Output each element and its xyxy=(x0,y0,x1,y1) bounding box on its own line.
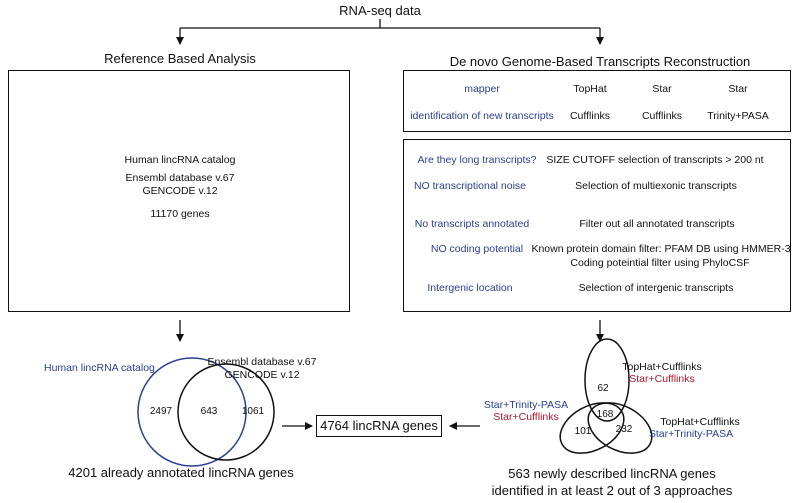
venn-right-left-value: 101 xyxy=(574,426,592,437)
catalog-title: Human lincRNA catalog xyxy=(124,154,236,166)
filter-5-action: Selection of intergenic transcripts xyxy=(578,282,734,294)
reference-box xyxy=(8,70,350,312)
filter-box xyxy=(403,139,791,312)
approach-1-ident: Cufflinks xyxy=(569,110,611,122)
filter-2-question: NO transcriptional noise xyxy=(413,180,527,192)
venn-right-left-label1: Star+Trinity-PASA xyxy=(483,399,569,411)
reference-heading: Reference Based Analysis xyxy=(104,51,256,66)
venn-left-only-a: 2497 xyxy=(149,406,173,417)
venn-left-only-b: 1061 xyxy=(241,406,265,417)
filter-1-question: Are they long transcripts? xyxy=(417,154,537,166)
approach-1-mapper: TopHat xyxy=(573,83,607,95)
venn-tophat-ellipse xyxy=(584,338,630,422)
venn-left-caption: 4201 already annotated lincRNA genes xyxy=(68,465,294,480)
catalog-gencode: GENCODE v.12 xyxy=(142,185,218,197)
venn-right-top-label2: Star+Cufflinks xyxy=(629,373,695,385)
venn-right-center-value: 168 xyxy=(596,409,614,420)
venn-right-right-label2: Star+Trinity-PASA xyxy=(648,428,734,440)
venn-right-top-value: 62 xyxy=(597,383,609,394)
catalog-genes: 11170 genes xyxy=(150,208,210,220)
venn-left-label-b1: Ensembl database v.67 xyxy=(207,356,317,368)
venn-ensembl-circle xyxy=(177,363,275,461)
venn-trinity-ellipse xyxy=(559,402,625,454)
filter-3-question: No transcripts annotated xyxy=(414,218,530,230)
result-text: 4764 lincRNA genes xyxy=(320,418,438,433)
venn-catalog-circle xyxy=(137,357,247,467)
filter-4-action: Known protein domain filter: PFAM DB usi… xyxy=(531,243,791,255)
filter-2-action: Selection of multiexonic transcripts xyxy=(575,180,737,192)
filter-4-question: NO coding potential xyxy=(430,243,524,255)
rnaseq-title: RNA-seq data xyxy=(339,3,421,18)
venn-right-caption2: identified in at least 2 out of 3 approa… xyxy=(491,483,733,498)
filter-4-action2: Coding poteintial filter using PhyloCSF xyxy=(570,257,750,269)
venn-left-label-a: Human lincRNA catalog xyxy=(44,362,155,374)
denovo-heading: De novo Genome-Based Transcripts Reconst… xyxy=(449,54,751,69)
filter-3-action: Filter out all annotated transcripts xyxy=(579,218,735,230)
venn-left-both: 643 xyxy=(200,406,218,417)
venn-right-top-label1: TopHat+Cufflinks xyxy=(622,361,702,373)
approach-2-mapper: Star xyxy=(652,83,672,95)
catalog-db: Ensembl database v.67 xyxy=(125,172,235,184)
venn-right-caption1: 563 newly described lincRNA genes xyxy=(508,466,716,481)
mapper-box xyxy=(403,70,791,132)
mapper-label: mapper xyxy=(464,83,500,95)
venn-right-left-label2: Star+Cufflinks xyxy=(493,411,559,423)
filter-5-question: Intergenic location xyxy=(427,282,513,294)
venn-right-right-value: 232 xyxy=(615,424,633,435)
result-box xyxy=(316,415,442,437)
approach-3-ident: Trinity+PASA xyxy=(707,110,769,122)
venn-left-label-b2: GENCODE v.12 xyxy=(224,369,300,381)
approach-2-ident: Cufflinks xyxy=(641,110,683,122)
filter-1-action: SIZE CUTOFF selection of transcripts > 2… xyxy=(546,154,764,166)
ident-label: identification of new transcripts xyxy=(410,110,554,122)
approach-3-mapper: Star xyxy=(728,83,748,95)
venn-star-ellipse xyxy=(587,402,653,454)
venn-right-right-label1: TopHat+Cufflinks xyxy=(660,416,740,428)
